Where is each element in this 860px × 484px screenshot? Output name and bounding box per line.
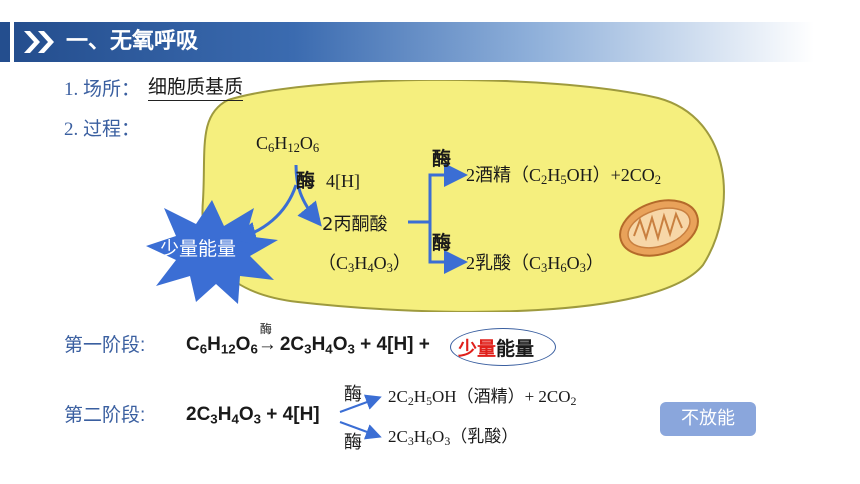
place-label: 1. 场所：	[64, 79, 141, 100]
mitochondrion-icon	[619, 199, 699, 257]
glucose-formula: C6H12O6	[256, 133, 320, 156]
section-title: 一、无氧呼吸	[66, 29, 199, 54]
process-label: 2. 过程：	[64, 119, 141, 140]
stage1-enzyme: 酶	[259, 322, 272, 336]
header-accent-bar	[0, 22, 10, 62]
energy-highlight-oval	[450, 328, 556, 366]
stage2-enzyme-bottom: 酶	[344, 432, 362, 453]
no-energy-badge[interactable]: 不放能	[660, 402, 756, 436]
alcohol-product: 2酒精（C2H5OH）+2CO2	[466, 165, 662, 188]
pyruvate-formula: （C3H4O3）	[318, 253, 411, 276]
stage2-alcohol: 2C2H5OH（酒精）+ 2CO2	[388, 387, 577, 408]
star-energy-label: 少量能量	[160, 238, 237, 260]
double-chevron-icon	[24, 31, 54, 53]
stage1-energy: 少量能量	[458, 339, 535, 360]
stage2-label: 第二阶段:	[64, 405, 146, 426]
pyruvate-label: 2丙酮酸	[322, 214, 388, 235]
enzyme-label-2: 酶	[432, 148, 452, 170]
stage2-lactic: 2C3H6O3（乳酸）	[388, 427, 519, 448]
enzyme-label-3: 酶	[432, 232, 452, 254]
stage2-enzyme-top: 酶	[344, 384, 362, 405]
place-value: 细胞质基质	[148, 74, 244, 101]
hydrogen-label: 4[H]	[326, 171, 360, 191]
section-header-bar	[14, 22, 814, 62]
stage1-label: 第一阶段:	[64, 335, 146, 356]
stage2-reactants: 2C3H4O3 + 4[H]	[186, 404, 320, 427]
lactic-product: 2乳酸（C3H6O3）	[466, 253, 604, 276]
enzyme-label-1: 酶	[296, 170, 316, 192]
